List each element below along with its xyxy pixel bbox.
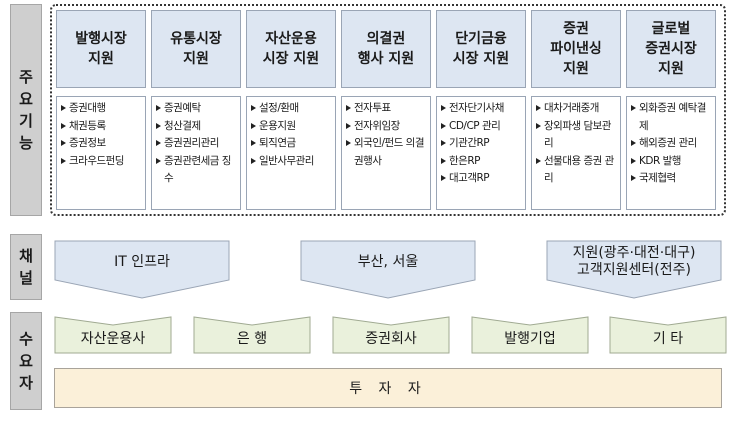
demand-5: 기 타: [609, 316, 727, 354]
row-label-demand-char: 자: [19, 374, 33, 392]
channel-arrow-shape: [300, 240, 476, 299]
function-detail-item: 장외파생 담보관리: [535, 118, 618, 153]
function-detail-item: 대차거래중개: [535, 100, 618, 118]
function-detail-item: 증권정보: [60, 135, 143, 153]
row-label-demand-char: 요: [19, 352, 33, 370]
channel-label: 부산, 서울: [300, 240, 476, 284]
function-title-line: 행사 지원: [357, 51, 415, 67]
function-detail-item: 선물대용 증권 관리: [535, 153, 618, 188]
function-detail-item: 일반사무관리: [250, 153, 333, 171]
channel-3: 지원(광주·대전·대구)고객지원센터(전주): [546, 240, 722, 300]
function-detail-item: 국제협력: [630, 170, 713, 188]
channel-label: 지원(광주·대전·대구)고객지원센터(전주): [546, 240, 722, 284]
demand-shape: [54, 316, 172, 354]
function-detail-item: 증권대행: [60, 100, 143, 118]
channel-1: IT 인프라: [54, 240, 230, 300]
function-detail-item: 외화증권 예탁결제: [630, 100, 713, 135]
demand-4: 발행기업: [471, 316, 589, 354]
channel-arrow-shape: [54, 240, 230, 299]
function-detail-item: 전자투표: [345, 100, 428, 118]
function-title-line: 지원: [563, 61, 589, 77]
demand-3: 증권회사: [332, 316, 450, 354]
function-title-line: 지원: [183, 51, 209, 67]
function-detail-item: 한은RP: [440, 153, 523, 171]
demand-2: 은 행: [193, 316, 311, 354]
function-detail-item: 퇴직연금: [250, 135, 333, 153]
function-detail-item: 청산결제: [155, 118, 238, 136]
function-detail-item: CD/CP 관리: [440, 118, 523, 136]
function-title-line: 시장 지원: [452, 51, 510, 67]
function-detail-item: 외국인/펀드 의결권행사: [345, 135, 428, 170]
function-title-line: 글로벌: [651, 21, 691, 37]
function-detail-item: 크라우드펀딩: [60, 153, 143, 171]
function-detail-item: 대고객RP: [440, 170, 523, 188]
function-title-line: 발행시장: [75, 31, 127, 47]
function-detail-item: 증권예탁: [155, 100, 238, 118]
function-title-line: 자산운용: [265, 31, 317, 47]
demand-label: 발행기업: [504, 331, 556, 347]
function-detail-item: 운용지원: [250, 118, 333, 136]
function-title-line: 유통시장: [170, 31, 222, 47]
channel-label: IT 인프라: [54, 240, 230, 284]
function-detail-item: 전자위임장: [345, 118, 428, 136]
function-title-line: 증권: [563, 21, 589, 37]
function-title-line: 지원: [88, 51, 114, 67]
demand-label: 은 행: [236, 331, 268, 347]
channel-label-line: IT 인프라: [114, 253, 170, 270]
row-label-functions-char: 기: [19, 112, 33, 130]
function-detail-item: 전자단기사채: [440, 100, 523, 118]
demand-shape: [332, 316, 450, 354]
demand-shape: [471, 316, 589, 354]
demand-label: 자산운용사: [80, 331, 146, 347]
demand-label: 기 타: [652, 331, 684, 347]
channel-2: 부산, 서울: [300, 240, 476, 300]
function-detail-item: 증권권리관리: [155, 135, 238, 153]
demand-label: 증권회사: [365, 331, 417, 347]
demand-1: 자산운용사: [54, 316, 172, 354]
row-label-functions-char: 주: [19, 68, 33, 86]
function-detail-item: 해외증권 관리: [630, 135, 713, 153]
function-detail-item: 설정/환매: [250, 100, 333, 118]
function-title-line: 지원: [658, 61, 684, 77]
channel-label-line: 지원(광주·대전·대구): [572, 245, 696, 261]
row-label-channel-char: 채: [19, 247, 33, 265]
function-detail-item: 증권관련세금 징수: [155, 153, 238, 188]
function-detail-item: 채권등록: [60, 118, 143, 136]
function-title-line: 파이낸싱: [550, 41, 602, 57]
row-label-channel-char: 널: [19, 269, 33, 287]
function-title-line: 증권시장: [645, 41, 697, 57]
function-title-line: 단기금융: [455, 31, 507, 47]
row-label-functions-char: 능: [19, 134, 33, 152]
function-title-line: 시장 지원: [262, 51, 320, 67]
function-title-line: 의결권: [366, 31, 406, 47]
channel-label-line: 고객지원센터(전주): [577, 262, 691, 278]
investor-bar: 투 자 자: [54, 368, 722, 408]
functions-frame: [50, 4, 726, 216]
function-detail-item: KDR 발행: [630, 153, 713, 171]
row-label-functions-char: 요: [19, 90, 33, 108]
channel-label-line: 부산, 서울: [357, 253, 419, 270]
demand-shape: [193, 316, 311, 354]
function-detail-item: 기관간RP: [440, 135, 523, 153]
demand-shape: [609, 316, 727, 354]
row-label-demand-char: 수: [19, 330, 33, 348]
channel-arrow-shape: [546, 240, 722, 299]
